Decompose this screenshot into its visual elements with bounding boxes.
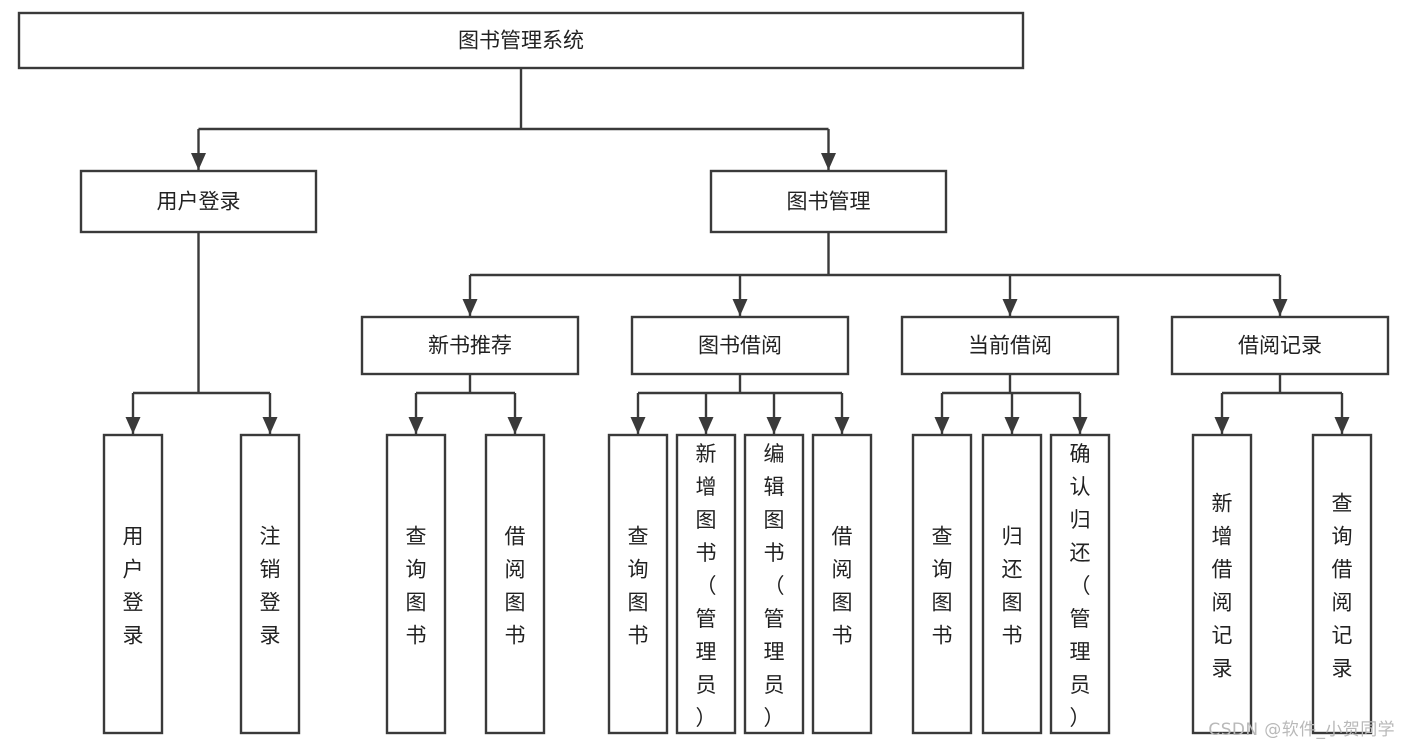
edge-arrowhead <box>1004 417 1020 434</box>
node-new-book-rec[interactable]: 新书推荐 <box>360 315 580 376</box>
edge-arrowhead <box>630 417 646 434</box>
node-box-leaf-user-login <box>102 433 164 735</box>
edge-arrowhead <box>1072 417 1088 434</box>
node-box-leaf-return-book <box>981 433 1043 735</box>
edge-group-current-borrow <box>934 374 1088 434</box>
node-box-leaf-query-book-2 <box>607 433 669 735</box>
node-borrow-record[interactable]: 借阅记录 <box>1170 315 1390 376</box>
edge-arrowhead <box>1272 299 1288 316</box>
node-book-manage[interactable]: 图书管理 <box>709 169 948 234</box>
node-box-leaf-query-book-1 <box>385 433 447 735</box>
edge-arrowhead <box>125 417 141 434</box>
node-box-leaf-edit-book <box>743 433 805 735</box>
edge-arrowhead <box>834 417 850 434</box>
edge-arrowhead <box>766 417 782 434</box>
node-current-borrow[interactable]: 当前借阅 <box>900 315 1120 376</box>
edge-arrowhead <box>462 299 478 316</box>
node-label-leaf-query-book-2: 查询图书 <box>628 525 649 648</box>
node-box-leaf-confirm-return <box>1049 433 1111 735</box>
edge-arrowhead <box>698 417 714 434</box>
edge-arrowhead <box>1214 417 1230 434</box>
node-label-book-borrow: 图书借阅 <box>698 334 782 358</box>
node-label-leaf-edit-book: 编辑图书（管理员） <box>764 442 785 730</box>
edges-layer <box>125 68 1350 434</box>
watermark-text: CSDN @软件_小贺同学 <box>1208 720 1395 740</box>
node-label-leaf-confirm-return: 确认归还（管理员） <box>1070 442 1091 730</box>
node-box-leaf-borrow-book-1 <box>484 433 546 735</box>
node-box-leaf-query-record <box>1311 433 1373 735</box>
node-leaf-return-book[interactable]: 归还图书 <box>981 433 1043 735</box>
edge-arrowhead <box>1002 299 1018 316</box>
node-leaf-query-book-2[interactable]: 查询图书 <box>607 433 669 735</box>
edge-arrowhead <box>507 417 523 434</box>
node-label-borrow-record: 借阅记录 <box>1238 334 1322 358</box>
node-leaf-add-book[interactable]: 新增图书（管理员） <box>675 433 737 735</box>
node-leaf-add-record[interactable]: 新增借阅记录 <box>1191 433 1253 735</box>
node-box-borrow-record <box>1170 315 1390 376</box>
edge-arrowhead <box>408 417 424 434</box>
node-leaf-borrow-book-1[interactable]: 借阅图书 <box>484 433 546 735</box>
node-leaf-confirm-return[interactable]: 确认归还（管理员） <box>1049 433 1111 735</box>
edge-arrowhead <box>934 417 950 434</box>
node-label-root: 图书管理系统 <box>458 29 584 53</box>
node-label-leaf-query-book-1: 查询图书 <box>406 525 427 648</box>
node-box-leaf-query-book-3 <box>911 433 973 735</box>
node-box-new-book-rec <box>360 315 580 376</box>
edge-group-book-borrow <box>630 374 850 434</box>
nodes-layer: 图书管理系统用户登录图书管理新书推荐图书借阅当前借阅借阅记录用户登录注销登录查询… <box>17 11 1390 735</box>
node-leaf-query-record[interactable]: 查询借阅记录 <box>1311 433 1373 735</box>
node-box-leaf-add-book <box>675 433 737 735</box>
edge-group-borrow-record <box>1214 374 1350 434</box>
node-label-leaf-logout: 注销登录 <box>260 525 281 648</box>
edge-arrowhead <box>1334 417 1350 434</box>
node-box-leaf-add-record <box>1191 433 1253 735</box>
node-label-book-manage: 图书管理 <box>787 190 871 214</box>
node-label-leaf-add-book: 新增图书（管理员） <box>696 442 717 730</box>
node-leaf-logout[interactable]: 注销登录 <box>239 433 301 735</box>
node-label-leaf-return-book: 归还图书 <box>1002 525 1023 648</box>
node-leaf-query-book-3[interactable]: 查询图书 <box>911 433 973 735</box>
edge-group-new-book-rec <box>408 374 523 434</box>
node-box-current-borrow <box>900 315 1120 376</box>
edge-arrowhead <box>821 153 836 170</box>
node-label-current-borrow: 当前借阅 <box>968 334 1052 358</box>
edge-arrowhead <box>732 299 748 316</box>
edge-arrowhead <box>262 417 278 434</box>
node-leaf-edit-book[interactable]: 编辑图书（管理员） <box>743 433 805 735</box>
node-book-borrow[interactable]: 图书借阅 <box>630 315 850 376</box>
node-box-root <box>17 11 1025 70</box>
node-label-leaf-add-record: 新增借阅记录 <box>1212 492 1233 681</box>
edge-arrowhead <box>191 153 206 170</box>
node-leaf-user-login[interactable]: 用户登录 <box>102 433 164 735</box>
node-label-user-login: 用户登录 <box>157 190 241 214</box>
edge-group-root <box>191 68 836 170</box>
node-label-leaf-borrow-book-2: 借阅图书 <box>832 525 853 648</box>
node-box-user-login <box>79 169 318 234</box>
node-box-book-manage <box>709 169 948 234</box>
node-box-leaf-logout <box>239 433 301 735</box>
edge-group-book-manage <box>462 232 1288 316</box>
node-leaf-query-book-1[interactable]: 查询图书 <box>385 433 447 735</box>
node-leaf-borrow-book-2[interactable]: 借阅图书 <box>811 433 873 735</box>
node-label-leaf-query-book-3: 查询图书 <box>932 525 953 648</box>
node-label-leaf-user-login: 用户登录 <box>123 525 144 648</box>
node-label-leaf-query-record: 查询借阅记录 <box>1332 492 1353 681</box>
node-label-leaf-borrow-book-1: 借阅图书 <box>505 525 526 648</box>
edge-group-user-login <box>125 232 278 434</box>
node-root[interactable]: 图书管理系统 <box>17 11 1025 70</box>
node-user-login[interactable]: 用户登录 <box>79 169 318 234</box>
node-label-new-book-rec: 新书推荐 <box>428 334 512 358</box>
node-box-book-borrow <box>630 315 850 376</box>
node-box-leaf-borrow-book-2 <box>811 433 873 735</box>
